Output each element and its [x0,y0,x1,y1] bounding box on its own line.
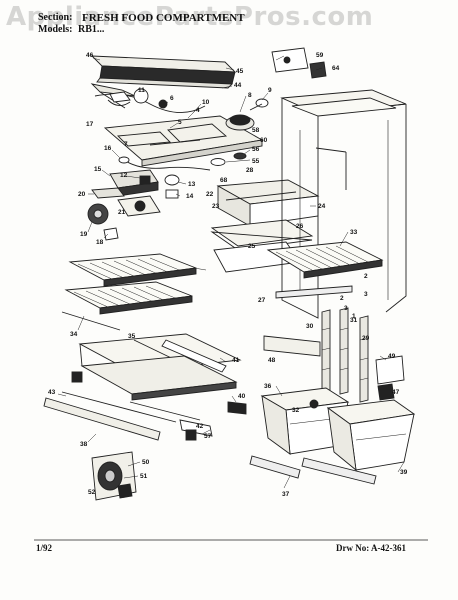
callout-label: 12 [120,172,128,179]
callout-label: 10 [202,99,210,106]
callout-label: 45 [236,68,244,75]
shelf-ladders-part [321,307,369,403]
callout-label: 42 [196,423,204,430]
roller-assembly-part [91,451,137,501]
callout-label: 68 [220,177,228,184]
callout-label: 55 [252,158,260,165]
callout-label: 14 [186,193,194,200]
callout-label: 58 [252,127,260,134]
callout-label: 37 [282,491,290,498]
callout-label: 52 [88,489,96,496]
callout-label: 13 [188,181,196,188]
callout-label: 18 [96,239,104,246]
callout-label: 19 [80,231,88,238]
callout-label: 23 [212,203,220,210]
callout-label: 5 [178,119,182,126]
callout-label: 33 [350,229,358,236]
callout-label: 38 [80,441,88,448]
callout-label: 15 [94,166,102,173]
callout-label: 2 [364,273,368,280]
callout-label: 28 [246,167,254,174]
callout-label: 4 [196,107,200,114]
callout-label: 51 [140,473,148,480]
callout-label: 31 [350,317,358,324]
left-lower-wire-shelf-part [64,281,193,315]
callout-label: 24 [318,203,326,210]
callout-label: 3 [344,305,348,312]
callout-label: 1 [352,313,356,320]
callout-label: 34 [70,331,78,338]
callout-label: 57 [204,433,212,440]
callout-label: 56 [252,146,260,153]
light-cover-part [90,55,237,89]
right-wire-shelf-part [266,241,384,279]
callout-labels: 46 45 44 8 9 10 11 4 5 6 17 2 3 59 64 58… [48,52,408,498]
callout-label: 20 [78,191,86,198]
left-wire-shelf-part [68,253,197,287]
control-housing-part [103,115,264,167]
right-crisper-pan-part [326,399,416,472]
callout-label: 36 [264,383,272,390]
callout-label: 35 [128,333,136,340]
callout-label: 29 [362,335,370,342]
callout-label: 16 [104,145,112,152]
watermark: AppliancePartsPros.com [6,2,374,32]
callout-label: 21 [118,209,126,216]
callout-label: 41 [232,357,240,364]
callout-label: 32 [292,407,300,414]
callout-label: 26 [296,223,304,230]
callout-label: 17 [86,121,94,128]
callout-label: 46 [86,52,94,59]
callout-label: 47 [392,389,400,396]
callout-label: 40 [238,393,246,400]
callout-label: 49 [388,353,396,360]
callout-label: 60 [260,137,268,144]
callout-label: 64 [332,65,340,72]
callout-label: 25 [248,243,256,250]
callout-label: 3 [364,291,368,298]
callout-label: 7 [124,141,128,148]
callout-label: 39 [400,469,408,476]
callout-label: 6 [170,95,174,102]
drawing-number: Drw No: A-42-361 [336,543,406,553]
callout-label: 9 [268,87,272,94]
callout-label: 44 [234,82,242,89]
callout-label: 30 [306,323,314,330]
callout-label: 27 [258,297,266,304]
section-title: FRESH FOOD COMPARTMENT [82,12,245,24]
callout-label: 59 [316,52,324,59]
callout-label: 8 [248,92,252,99]
callout-label: 50 [142,459,150,466]
revision-date: 1/92 [36,543,53,553]
model-label: Models: [38,24,73,35]
callout-label: 22 [206,191,214,198]
callout-label: 43 [48,389,56,396]
callout-label: 48 [268,357,276,364]
callout-label: 11 [138,87,145,94]
model-value: RB1... [78,24,105,35]
section-label: Section: [38,12,73,23]
callout-label: 2 [340,295,344,302]
deli-drawer-part [216,179,320,227]
